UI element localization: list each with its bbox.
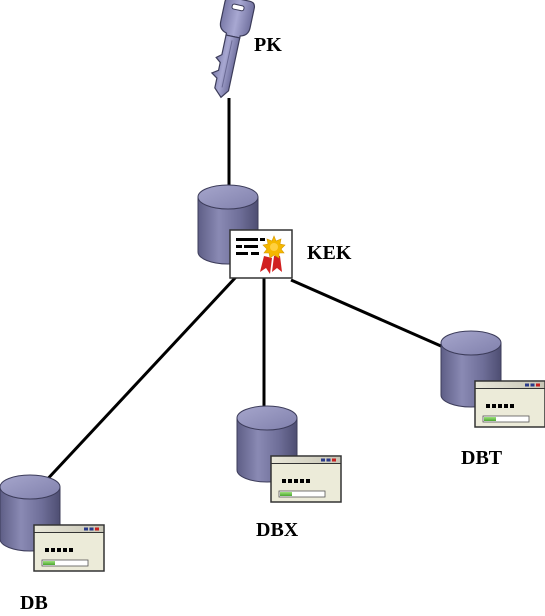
dbt-label: DBT — [461, 447, 503, 469]
db-node: DB — [0, 474, 105, 614]
db-label: DB — [20, 592, 48, 614]
dbt-node: DBT — [440, 330, 545, 469]
key-icon — [210, 0, 256, 99]
edge-kek-db — [40, 275, 238, 487]
kek-node: KEK — [197, 184, 352, 279]
kek-label: KEK — [307, 242, 352, 264]
edge-kek-dbt — [290, 278, 451, 352]
dbx-node: DBX — [236, 405, 342, 541]
pk-node: PK — [210, 0, 282, 99]
dbx-label: DBX — [256, 519, 299, 541]
db-database-window-icon — [0, 474, 105, 572]
certificate-icon — [229, 229, 293, 279]
connectors — [40, 98, 451, 487]
pk-label: PK — [254, 34, 282, 56]
dbt-database-window-icon — [440, 330, 545, 428]
dbx-database-window-icon — [236, 405, 342, 503]
